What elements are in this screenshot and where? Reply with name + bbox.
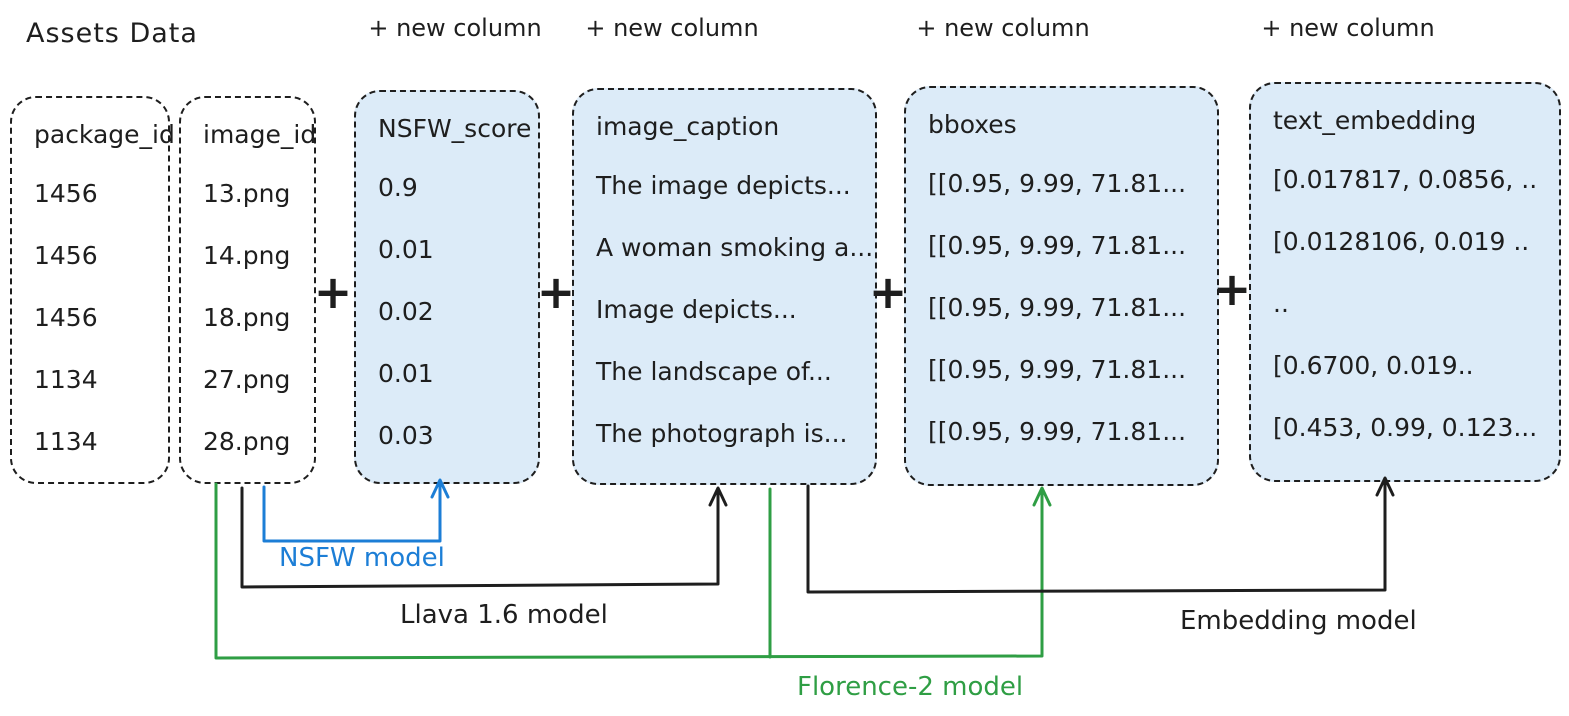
column-header: package_id	[34, 119, 175, 149]
table-cell: [0.0128106, 0.019 ..	[1273, 226, 1530, 256]
table-cell: 13.png	[203, 178, 291, 208]
arrowhead-up-icon	[708, 486, 728, 507]
table-cell: [[0.95, 9.99, 71.81...	[928, 292, 1187, 322]
table-cell: 1456	[34, 240, 98, 270]
embedding-model-label: Embedding model	[1180, 606, 1417, 636]
nsfw-model-arrow	[262, 480, 442, 543]
column-bboxes: bboxes [[0.95, 9.99, 71.81... [[0.95, 9.…	[904, 86, 1219, 486]
column-header: image_id	[203, 119, 317, 149]
table-cell: 0.02	[378, 296, 434, 326]
table-cell: 0.03	[378, 420, 434, 450]
nsfw-model-label: NSFW model	[279, 543, 445, 573]
diagram-title: Assets Data	[26, 18, 198, 49]
table-cell: ..	[1273, 288, 1289, 318]
plus-icon: +	[536, 265, 576, 319]
column-image-caption: image_caption The image depicts... A wom…	[572, 88, 877, 485]
florence-model-label: Florence-2 model	[797, 672, 1024, 702]
table-cell: [0.017817, 0.0856, ..	[1273, 164, 1538, 194]
table-cell: Image depicts...	[596, 294, 797, 324]
table-cell: 0.01	[378, 234, 434, 264]
column-header: NSFW_score	[378, 113, 532, 143]
table-cell: 27.png	[203, 364, 291, 394]
table-cell: 1456	[34, 302, 98, 332]
table-cell: The landscape of...	[596, 356, 832, 386]
column-text-embedding: text_embedding [0.017817, 0.0856, .. [0.…	[1249, 82, 1561, 482]
table-cell: The photograph is...	[596, 418, 848, 448]
table-cell: [[0.95, 9.99, 71.81...	[928, 168, 1187, 198]
column-header: bboxes	[928, 109, 1017, 139]
table-cell: 18.png	[203, 302, 291, 332]
table-cell: A woman smoking a...	[596, 232, 874, 262]
column-image-id: image_id 13.png 14.png 18.png 27.png 28.…	[179, 96, 316, 484]
table-cell: 0.01	[378, 358, 434, 388]
column-header: text_embedding	[1273, 105, 1477, 135]
plus-icon: +	[1212, 262, 1252, 316]
new-column-label: + new column	[1261, 14, 1435, 42]
embedding-model-arrow	[806, 478, 1387, 594]
column-package-id: package_id 1456 1456 1456 1134 1134	[10, 96, 175, 484]
new-column-label: + new column	[585, 14, 759, 42]
table-cell: 1456	[34, 178, 98, 208]
column-nsfw-score: NSFW_score 0.9 0.01 0.02 0.01 0.03	[354, 90, 540, 484]
table-cell: 1134	[34, 426, 98, 456]
plus-icon: +	[313, 265, 353, 319]
new-column-label: + new column	[368, 14, 542, 42]
llava-model-label: Llava 1.6 model	[400, 600, 608, 630]
plus-icon: +	[868, 265, 908, 319]
new-column-label: + new column	[916, 14, 1090, 42]
column-header: image_caption	[596, 111, 780, 141]
table-cell: 0.9	[378, 172, 418, 202]
table-cell: The image depicts...	[596, 170, 851, 200]
table-cell: 14.png	[203, 240, 291, 270]
table-cell: 28.png	[203, 426, 291, 456]
table-cell: [[0.95, 9.99, 71.81...	[928, 416, 1187, 446]
arrowhead-up-icon	[1032, 486, 1052, 507]
table-cell: [0.453, 0.99, 0.123...	[1273, 412, 1538, 442]
table-cell: [[0.95, 9.99, 71.81...	[928, 354, 1187, 384]
table-cell: [0.6700, 0.019..	[1273, 350, 1474, 380]
table-cell: 1134	[34, 364, 98, 394]
table-cell: [[0.95, 9.99, 71.81...	[928, 230, 1187, 260]
